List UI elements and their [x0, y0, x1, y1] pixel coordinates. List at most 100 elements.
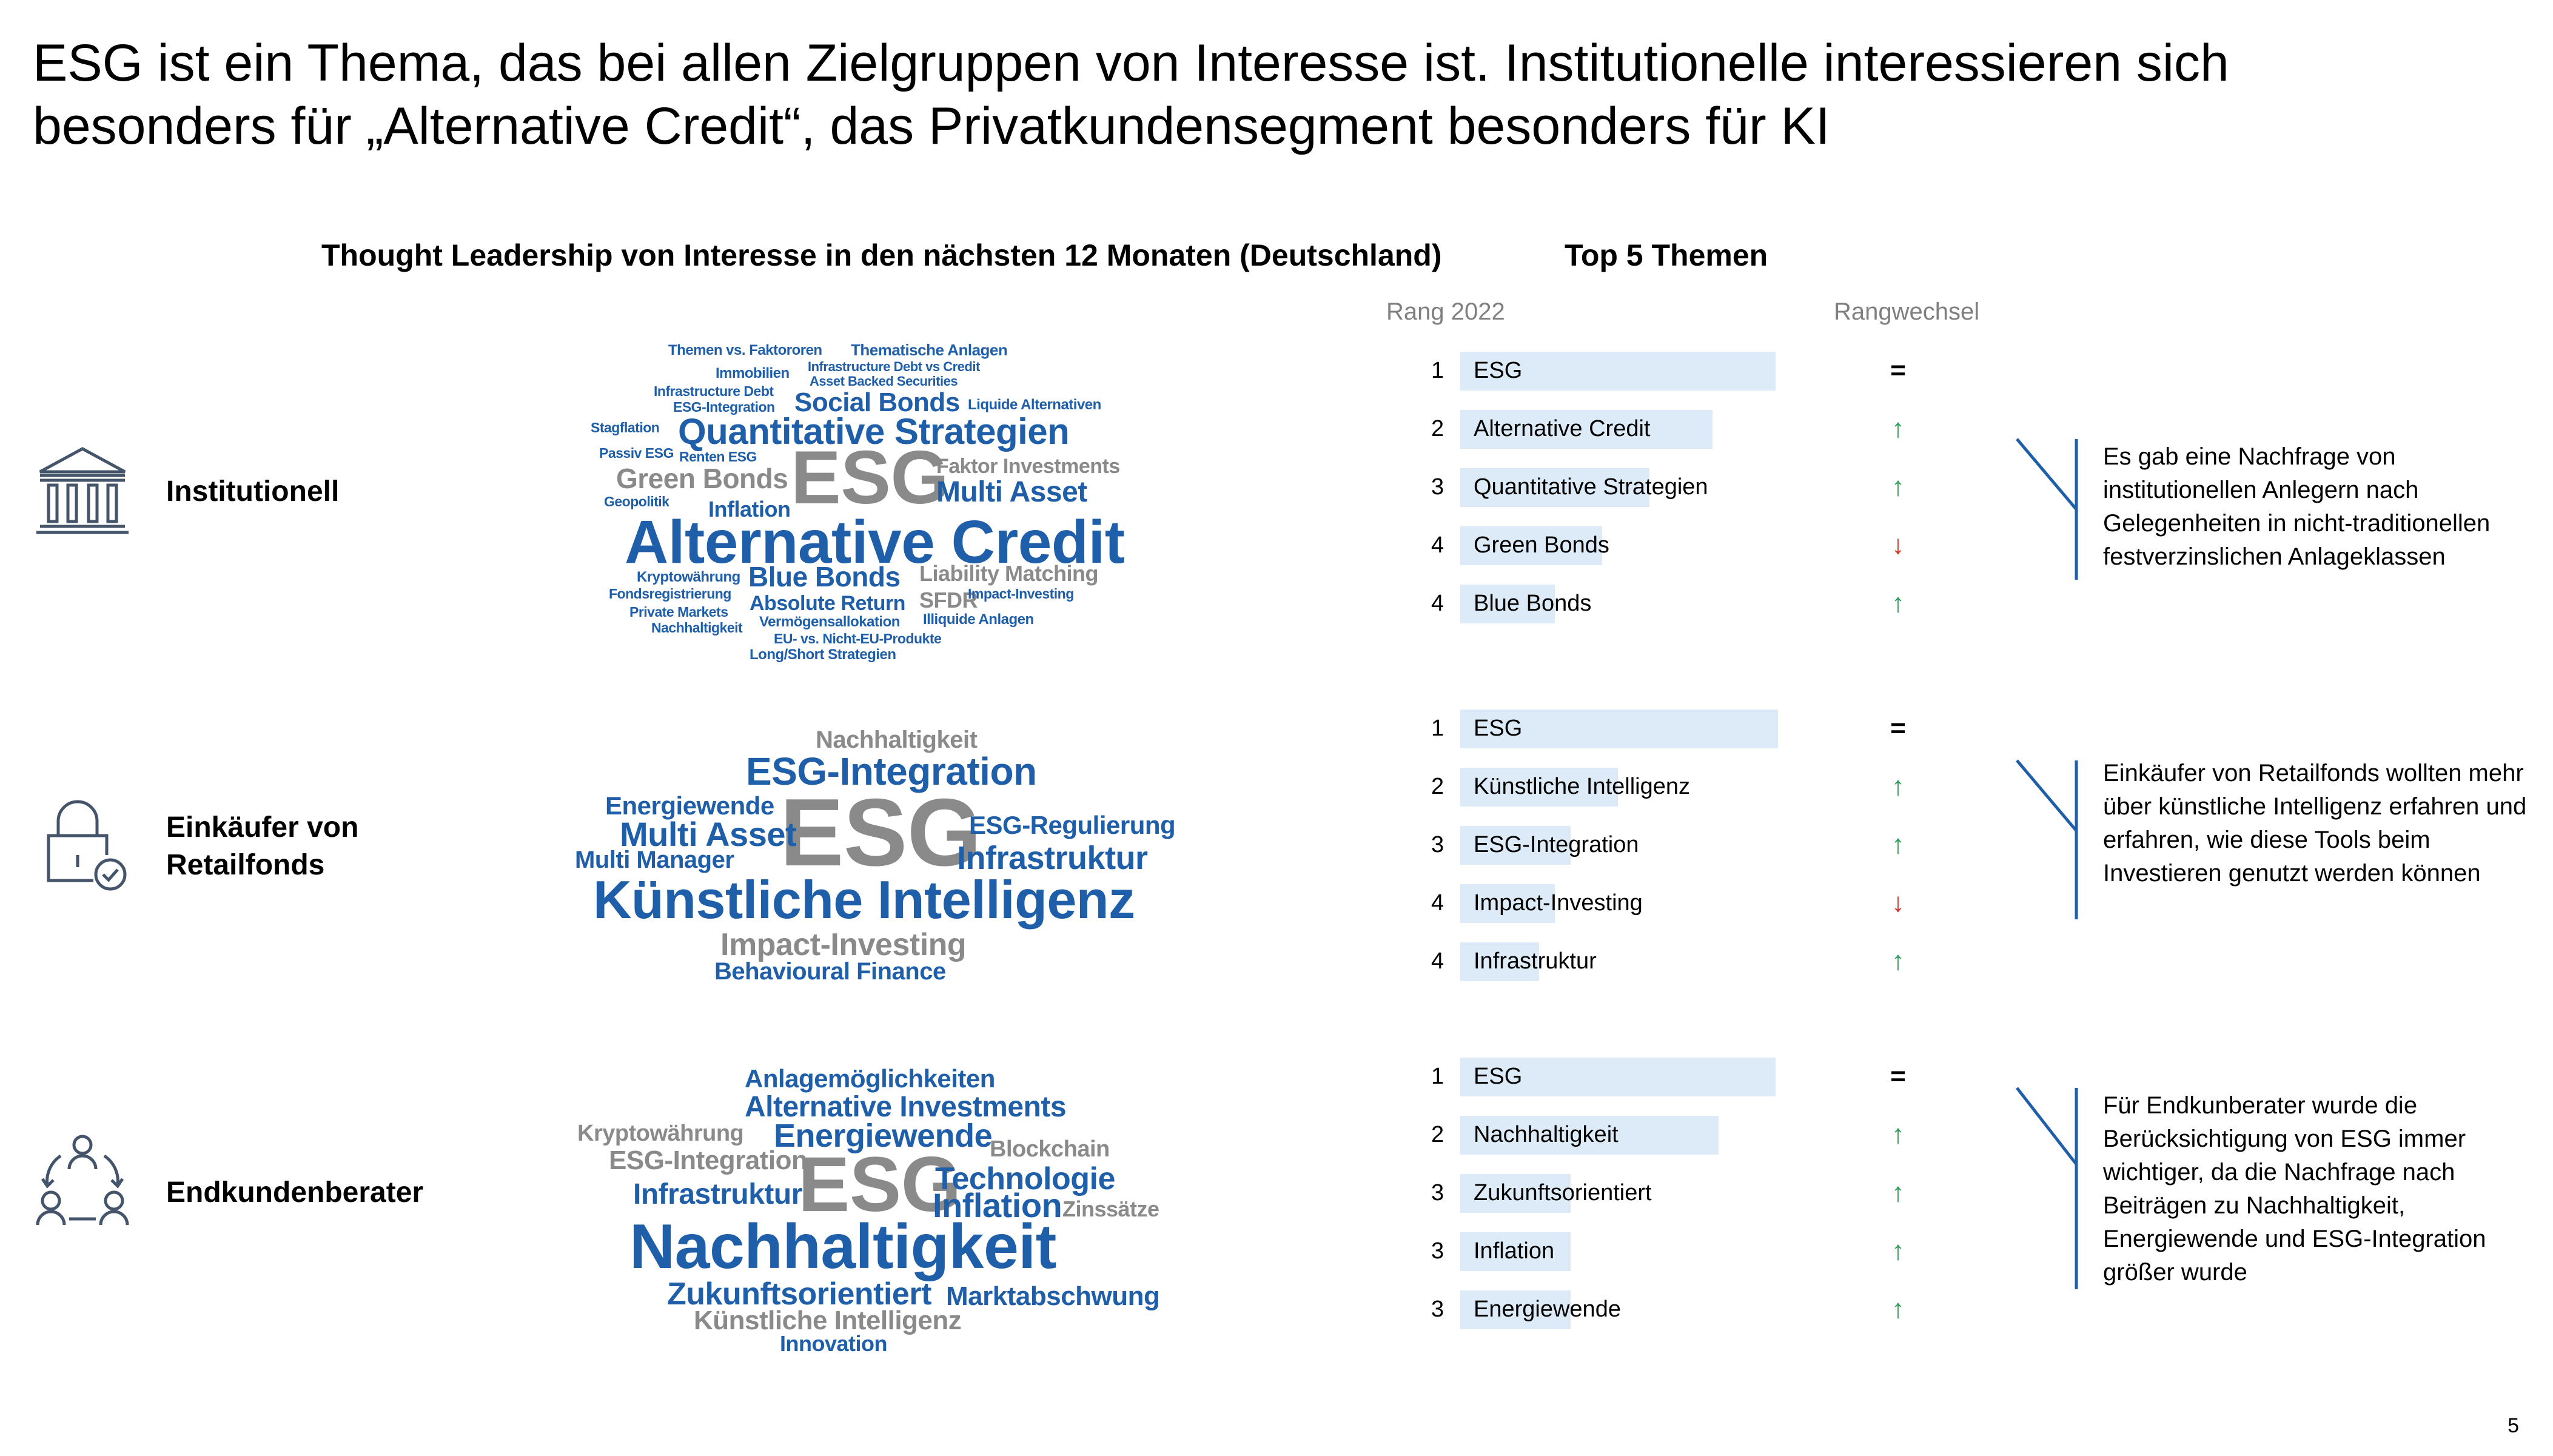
cloud-word: Inflation [933, 1186, 1062, 1224]
cloud-word: ESG-Regulierung [969, 811, 1176, 839]
rank-bar [1460, 942, 1539, 981]
slide-title-line-1: ESG ist ein Thema, das bei allen Zielgru… [33, 34, 2229, 92]
slide-title: ESG ist ein Thema, das bei allen Zielgru… [33, 32, 2398, 158]
arrow-up-icon: ↑ [1891, 1294, 1905, 1324]
equal-icon: = [1890, 1061, 1906, 1091]
arrow-up-icon: ↑ [1891, 1236, 1905, 1266]
cloud-word: Infrastructure Debt [654, 383, 774, 399]
cloud-word: ESG [798, 1141, 961, 1228]
cloud-word: Private Markets [629, 604, 728, 620]
segment-label: Endkundenberater [166, 1176, 424, 1209]
rank-label: Impact-Investing [1474, 890, 1643, 916]
wordcloud-institutionell: Themen vs. Faktororen Thematische Anlage… [582, 340, 1164, 667]
cloud-word: Infrastruktur [957, 840, 1148, 876]
rank-label: Alternative Credit [1474, 416, 1651, 441]
rank-label: Künstliche Intelligenz [1474, 774, 1690, 799]
page-number: 5 [2508, 1414, 2519, 1437]
rank-number: 3 [1431, 1297, 1444, 1322]
change-column-header: Rangwechsel [1834, 298, 1980, 325]
rank-number: 3 [1431, 1238, 1444, 1264]
rank-bar [1460, 1290, 1571, 1329]
cloud-word: Marktabschwung [946, 1281, 1160, 1311]
cloud-word: Thematische Anlagen [851, 341, 1008, 359]
rank-number: 3 [1431, 474, 1444, 500]
cloud-word: Blockchain [990, 1136, 1110, 1162]
wordcloud-heading: Thought Leadership von Interesse in den … [321, 238, 1442, 272]
cloud-word: ESG-Integration [746, 750, 1037, 793]
rank-column-header: Rang 2022 [1386, 298, 1505, 325]
cloud-word: Energiewende [774, 1118, 993, 1154]
rank-bar [1460, 526, 1602, 565]
cloud-word: EU- vs. Nicht-EU-Produkte [774, 631, 942, 646]
equal-icon: = [1890, 355, 1906, 385]
segment-comment: Es gab eine Nachfrage von institutionell… [2103, 443, 2491, 570]
rank-number: 4 [1431, 890, 1444, 916]
rank-label: Inflation [1474, 1238, 1555, 1264]
rank-bar [1460, 1232, 1571, 1271]
rank-number: 1 [1431, 716, 1444, 741]
cloud-word: Technologie [935, 1161, 1115, 1196]
rank-label: Energiewende [1474, 1297, 1621, 1322]
bracket-line [2016, 759, 2078, 919]
rank-bar [1460, 585, 1555, 623]
cloud-word: Passiv ESG [599, 445, 674, 461]
cloud-word: Illiquide Anlagen [923, 611, 1034, 628]
rank-label: Blue Bonds [1474, 591, 1592, 616]
cloud-word: Impact-Investing [720, 927, 967, 962]
arrow-down-icon: ↓ [1891, 888, 1905, 918]
arrow-up-icon: ↑ [1891, 588, 1905, 618]
cloud-word: Renten ESG [679, 449, 757, 465]
cloud-word: Absolute Return [750, 592, 905, 615]
arrow-up-icon: ↑ [1891, 1178, 1905, 1207]
cloud-word: Social Bonds [794, 387, 960, 417]
rank-bar [1460, 1116, 1719, 1155]
cloud-word: ESG-Integration [673, 399, 775, 415]
cloud-word: Innovation [780, 1331, 888, 1356]
rank-label: Nachhaltigkeit [1474, 1122, 1619, 1147]
arrow-up-icon: ↑ [1891, 946, 1905, 976]
rank-bar [1460, 884, 1555, 923]
cloud-word: Infrastructure Debt vs Credit [808, 359, 980, 374]
cloud-word: Stagflation [591, 420, 660, 435]
arrow-up-icon: ↑ [1891, 472, 1905, 502]
rank-number: 4 [1431, 948, 1444, 974]
rank-bar [1460, 826, 1571, 865]
bracket-line [2016, 438, 2078, 580]
rank-label: Green Bonds [1474, 532, 1609, 558]
cloud-word: Blue Bonds [748, 561, 901, 592]
slide-title-line-2: besonders für „Alternative Credit“, das … [33, 97, 1830, 155]
cloud-word: Künstliche Intelligenz [593, 870, 1135, 930]
top5-heading: Top 5 Themen [1565, 238, 1768, 272]
cloud-word: Energiewende [605, 791, 774, 820]
cloud-word: Multi Manager [575, 847, 734, 873]
cloud-word: Nachhaltigkeit [816, 726, 978, 753]
cloud-word: Geopolitik [604, 494, 669, 509]
rank-label: Infrastruktur [1474, 948, 1597, 974]
cloud-word: Fondsregistrierung [609, 586, 731, 602]
segment-label: Einkäufer von Retailfonds [166, 811, 359, 881]
cloud-word: Nachhaltigkeit [629, 1212, 1056, 1282]
cloud-word: Impact-Investing [968, 586, 1074, 602]
rank-bar [1460, 468, 1649, 507]
cloud-word: Asset Backed Securities [810, 374, 958, 389]
cloud-word: SFDR [919, 588, 978, 612]
cloud-word: Themen vs. Faktororen [668, 342, 822, 358]
rank-number: 1 [1431, 1064, 1444, 1089]
cloud-word: Kryptowährung [577, 1121, 744, 1146]
cloud-word: ESG [780, 779, 982, 886]
cloud-word: Alternative Credit [625, 508, 1125, 576]
people-cycle-icon [34, 1134, 131, 1231]
rank-number: 3 [1431, 1180, 1444, 1206]
cloud-word: Künstliche Intelligenz [694, 1306, 962, 1335]
rank-number: 4 [1431, 532, 1444, 558]
cloud-word: Multi Asset [936, 476, 1087, 508]
rank-label: ESG [1474, 1064, 1523, 1089]
arrow-up-icon: ↑ [1891, 1119, 1905, 1149]
cloud-word: Faktor Investments [936, 455, 1120, 478]
arrow-up-icon: ↑ [1891, 830, 1905, 859]
rank-bar [1460, 1058, 1776, 1096]
cloud-word: Quantitative Strategien [678, 411, 1070, 452]
rank-number: 2 [1431, 416, 1444, 441]
arrow-up-icon: ↑ [1891, 771, 1905, 801]
rank-bar [1460, 410, 1713, 449]
